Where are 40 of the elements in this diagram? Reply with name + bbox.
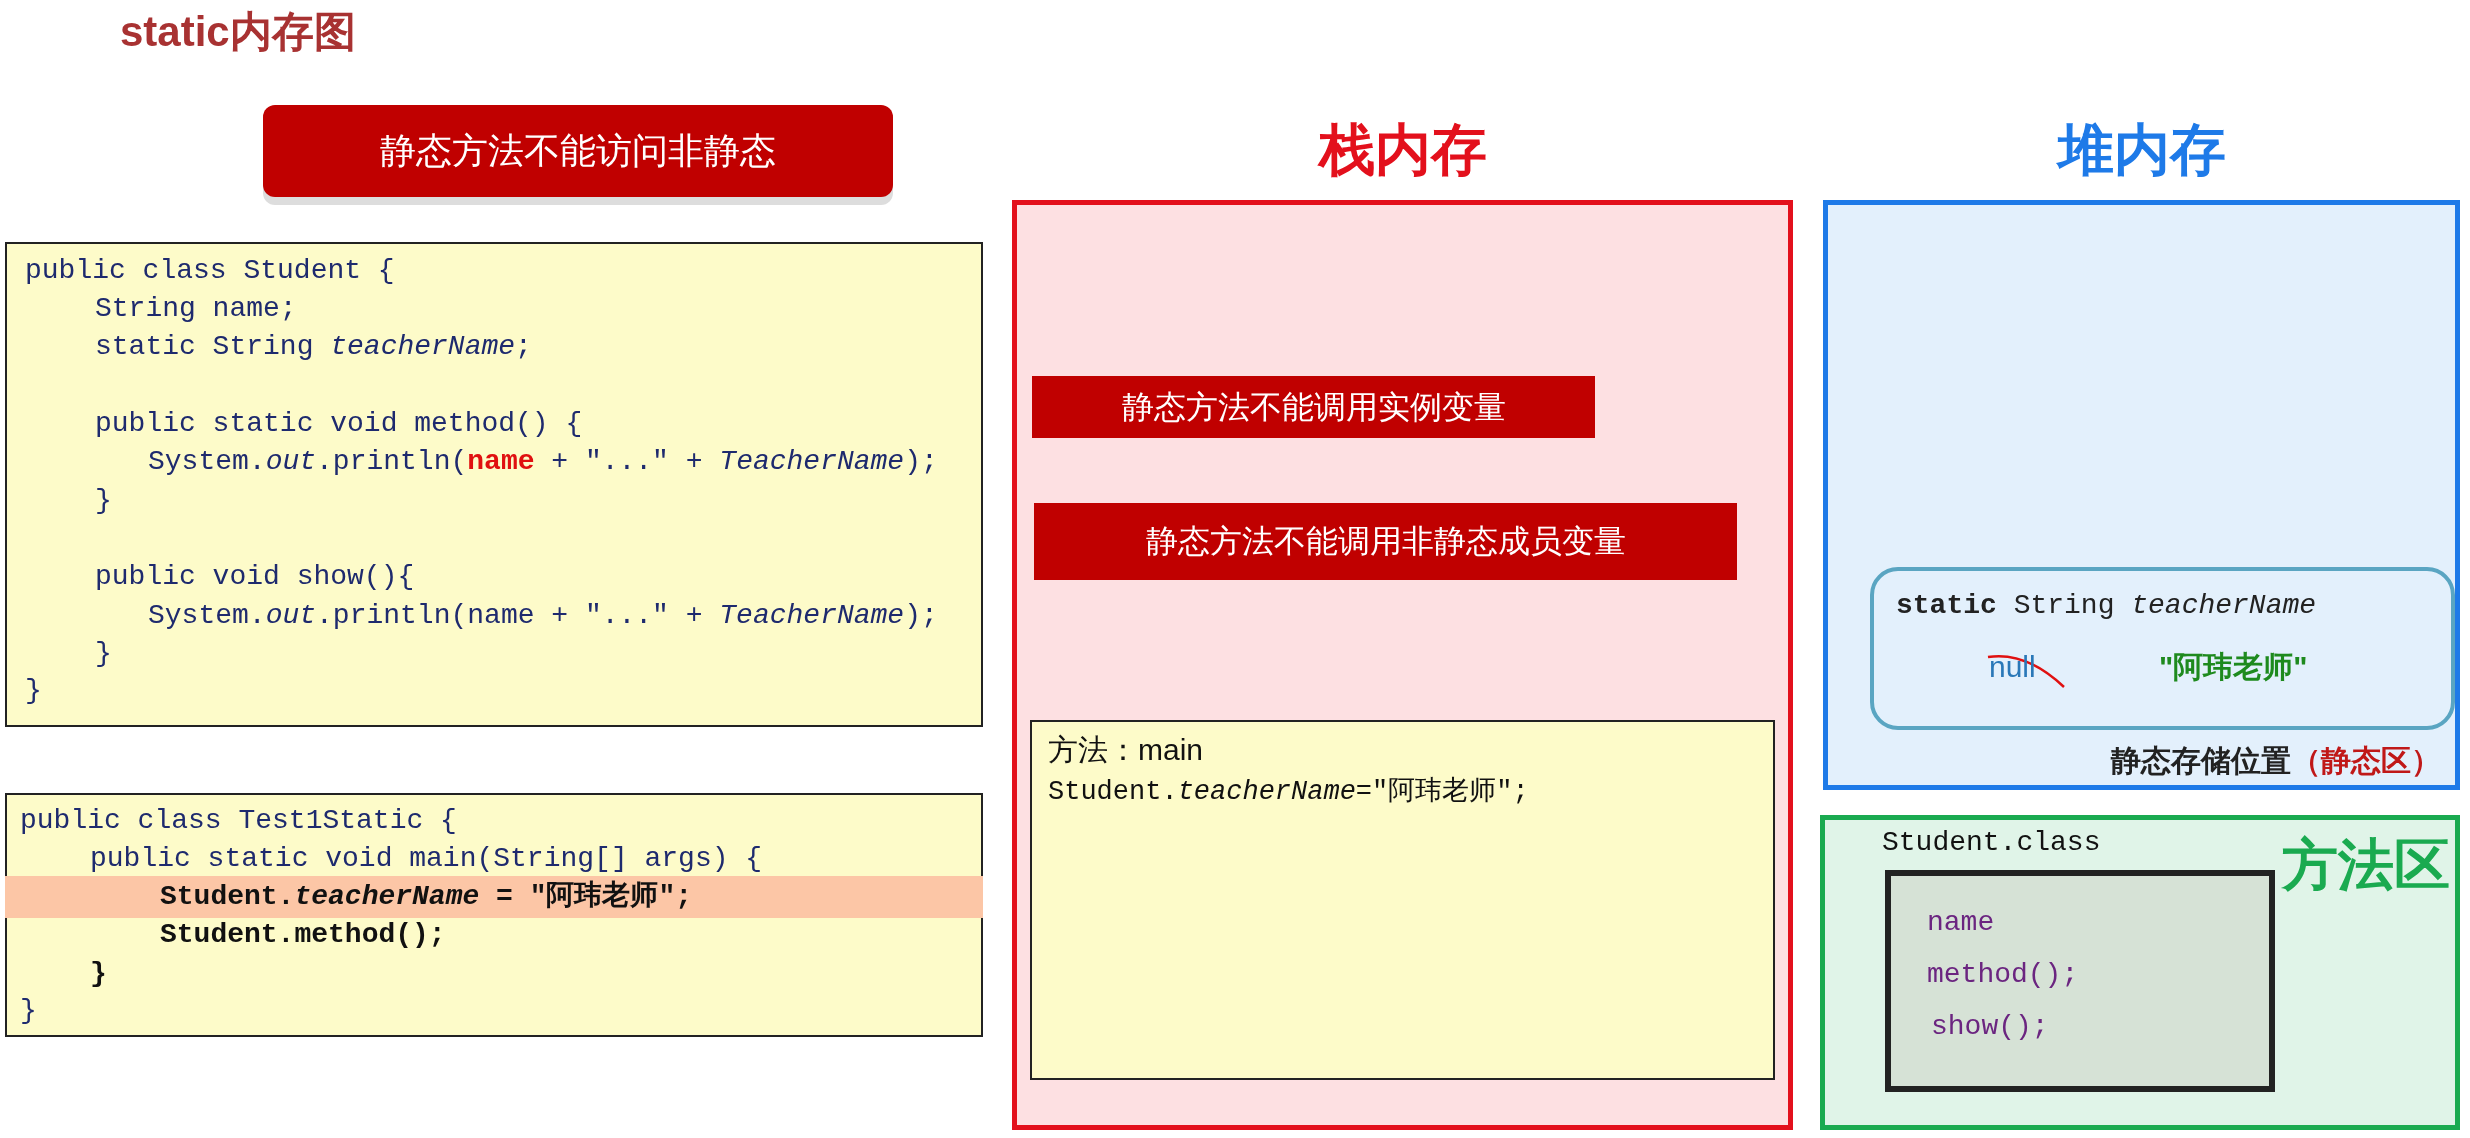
class-member-text: Student.class bbox=[1882, 826, 2101, 860]
class-member-text: name bbox=[1927, 906, 1995, 940]
banner-text: 静态方法不能访问非静态 bbox=[379, 129, 777, 173]
section-heading: 栈内存 bbox=[1316, 117, 1488, 183]
stack-frame bbox=[1030, 720, 1775, 1080]
code-block bbox=[5, 793, 983, 1037]
static-field-text: null bbox=[1989, 649, 2036, 685]
code-line: Student.teacherName = "阿玮老师"; bbox=[160, 880, 693, 914]
caption-text: （静态区） bbox=[2291, 743, 2441, 779]
frame-text: Student.teacherName="阿玮老师"; bbox=[1048, 776, 1529, 809]
code-line: } bbox=[90, 957, 107, 991]
static-field-text: "阿玮老师" bbox=[2159, 649, 2308, 685]
code-line: public class Student { bbox=[25, 254, 395, 288]
page-title: static内存图 bbox=[120, 7, 356, 57]
code-line: public class Test1Static { bbox=[20, 804, 457, 838]
code-block bbox=[5, 242, 983, 727]
note-text: 静态方法不能调用实例变量 bbox=[1120, 388, 1507, 427]
code-line: public static void main(String[] args) { bbox=[90, 842, 763, 876]
caption-text: 静态存储位置 bbox=[2111, 743, 2291, 779]
code-line: System.out.println(name + "..." + TeacherName); bbox=[148, 599, 938, 633]
note-banner bbox=[1032, 376, 1595, 438]
code-line: Student.method(); bbox=[160, 918, 446, 952]
code-line: static String teacherName; bbox=[95, 330, 532, 364]
section-heading: 方法区 bbox=[2282, 832, 2450, 898]
code-line: } bbox=[95, 637, 112, 671]
code-line: } bbox=[95, 484, 112, 518]
code-line: public void show(){ bbox=[95, 560, 415, 594]
code-line: System.out.println(name + "..." + TeacherName); bbox=[148, 445, 938, 479]
static-field-text: static String teacherName bbox=[1896, 589, 2317, 623]
code-line: } bbox=[20, 994, 37, 1028]
class-member-text: show(); bbox=[1931, 1010, 2049, 1044]
note-banner bbox=[1034, 503, 1737, 580]
frame-text: 方法：main bbox=[1048, 732, 1204, 768]
note-text: 静态方法不能调用非静态成员变量 bbox=[1144, 522, 1627, 561]
code-line: String name; bbox=[95, 292, 297, 326]
code-line: public static void method() { bbox=[95, 407, 583, 441]
method-area-panel bbox=[1820, 815, 2460, 1130]
class-member-text: method(); bbox=[1927, 958, 2079, 992]
code-line: } bbox=[25, 674, 42, 708]
section-heading: 堆内存 bbox=[2055, 117, 2227, 183]
